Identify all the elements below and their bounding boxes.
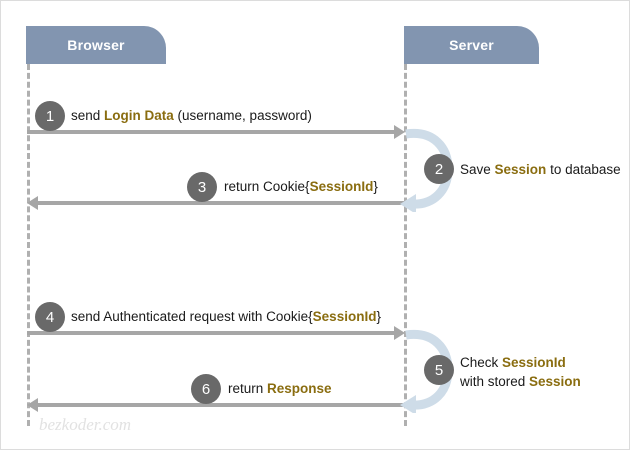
message-5-line1-part-1: SessionId bbox=[502, 355, 566, 370]
message-3-part-0: return Cookie{ bbox=[224, 179, 310, 194]
message-line-6 bbox=[38, 403, 404, 407]
message-line-1 bbox=[27, 130, 398, 134]
participant-browser: Browser bbox=[26, 26, 166, 64]
message-5-line-1: Check SessionId bbox=[460, 353, 620, 372]
message-3-part-2: } bbox=[373, 179, 378, 194]
message-2-part-1: Session bbox=[494, 162, 547, 177]
message-line-3 bbox=[38, 201, 404, 205]
message-line-4 bbox=[27, 331, 398, 335]
message-arrowhead-4 bbox=[394, 326, 405, 340]
watermark: bezkoder.com bbox=[39, 415, 132, 434]
lifeline-browser bbox=[27, 64, 30, 426]
message-text-1: send Login Data (username, password) bbox=[71, 107, 312, 124]
message-3-part-1: SessionId bbox=[309, 179, 374, 194]
step-badge-4: 4 bbox=[35, 302, 65, 332]
message-6-part-1: Response bbox=[267, 381, 332, 396]
message-1-part-0: send bbox=[71, 108, 105, 123]
message-text-4: send Authenticated request with Cookie{S… bbox=[71, 308, 381, 325]
step-badge-1: 1 bbox=[35, 101, 65, 131]
step-badge-6: 6 bbox=[191, 374, 221, 404]
lifeline-server bbox=[404, 64, 407, 426]
message-text-3: return Cookie{SessionId} bbox=[224, 178, 378, 195]
message-2-part-2: to database bbox=[546, 162, 621, 177]
step-badge-5: 5 bbox=[424, 355, 454, 385]
message-5-line1-part-0: Check bbox=[460, 355, 503, 370]
message-text-2: Save Session to database bbox=[460, 161, 621, 178]
message-5-line-2: with stored Session bbox=[460, 372, 620, 391]
message-4-part-2: } bbox=[376, 309, 381, 324]
message-arrowhead-6 bbox=[27, 398, 38, 412]
message-text-6: return Response bbox=[228, 380, 332, 397]
participant-browser-label: Browser bbox=[67, 37, 125, 53]
message-text-5: Check SessionId with stored Session bbox=[460, 353, 620, 391]
message-4-part-0: send Authenticated request with Cookie{ bbox=[71, 309, 313, 324]
message-4-part-1: SessionId bbox=[312, 309, 377, 324]
participant-server-label: Server bbox=[449, 37, 494, 53]
message-5-line2-part-0: with stored bbox=[460, 374, 530, 389]
message-2-part-0: Save bbox=[460, 162, 495, 177]
message-1-part-1: Login Data bbox=[104, 108, 174, 123]
step-badge-2: 2 bbox=[424, 154, 454, 184]
message-arrowhead-1 bbox=[394, 125, 405, 139]
message-5-line2-part-1: Session bbox=[529, 374, 581, 389]
message-arrowhead-3 bbox=[27, 196, 38, 210]
participant-server: Server bbox=[404, 26, 539, 64]
message-1-part-2: (username, password) bbox=[173, 108, 312, 123]
step-badge-3: 3 bbox=[187, 172, 217, 202]
message-6-part-0: return bbox=[228, 381, 268, 396]
